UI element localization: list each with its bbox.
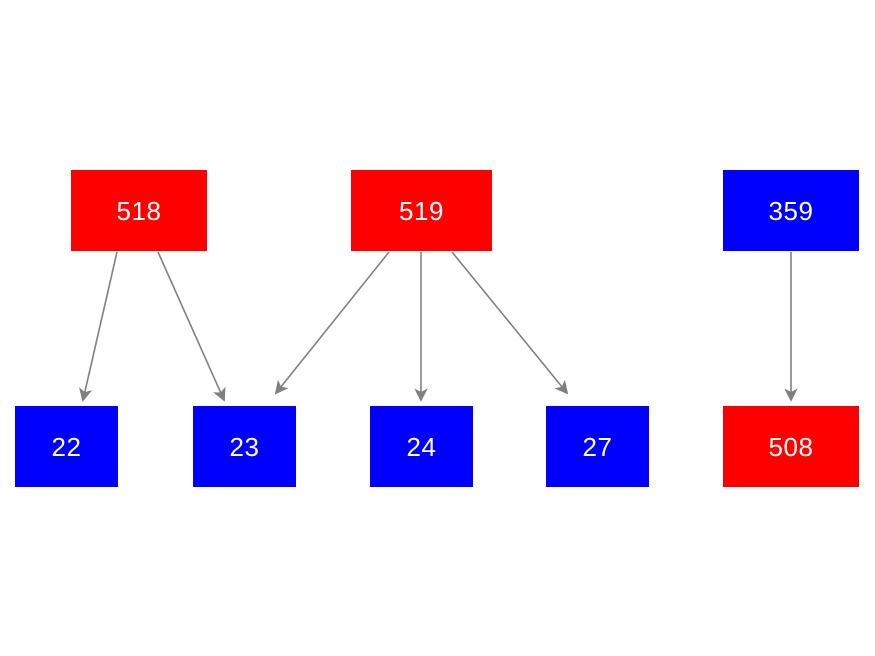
graph-node-24[interactable]: 24 bbox=[370, 406, 473, 487]
graph-edge-519-to-27 bbox=[451, 251, 569, 395]
graph-edge-518-to-22 bbox=[79, 251, 118, 402]
graph-node-518[interactable]: 518 bbox=[71, 170, 207, 251]
graph-node-label: 27 bbox=[582, 431, 613, 462]
graph-node-label: 518 bbox=[116, 195, 162, 226]
graph-node-label: 359 bbox=[768, 195, 814, 226]
graph-edge-519-to-23 bbox=[274, 251, 390, 395]
graph-node-22[interactable]: 22 bbox=[15, 406, 118, 487]
graph-edge-518-to-23 bbox=[157, 251, 226, 402]
graph-node-359[interactable]: 359 bbox=[723, 170, 859, 251]
graph-node-27[interactable]: 27 bbox=[546, 406, 649, 487]
graph-node-label: 22 bbox=[51, 431, 82, 462]
graph-node-label: 519 bbox=[399, 195, 444, 226]
graph-node-519[interactable]: 519 bbox=[351, 170, 492, 251]
graph-node-label: 508 bbox=[768, 431, 814, 462]
graph-node-label: 24 bbox=[406, 431, 437, 462]
edge-group bbox=[79, 251, 798, 402]
graph-node-label: 23 bbox=[229, 431, 260, 462]
graph-node-508[interactable]: 508 bbox=[723, 406, 859, 487]
graph-node-23[interactable]: 23 bbox=[193, 406, 296, 487]
